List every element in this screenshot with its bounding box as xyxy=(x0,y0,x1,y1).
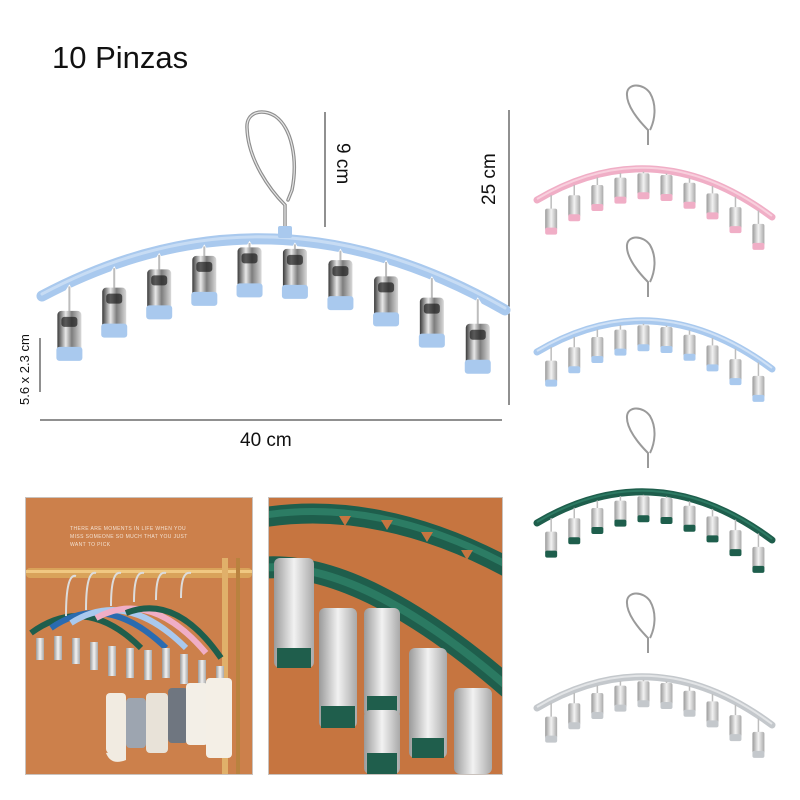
clip xyxy=(637,494,650,523)
clip xyxy=(729,519,742,557)
clip xyxy=(729,196,742,234)
clip xyxy=(191,244,218,306)
clip xyxy=(729,348,742,386)
clip xyxy=(545,195,558,235)
clip xyxy=(614,173,627,204)
dimension-lines xyxy=(39,110,510,421)
clip xyxy=(683,501,696,532)
clip xyxy=(545,703,558,743)
hook xyxy=(245,110,296,232)
clip xyxy=(568,336,581,374)
clip xyxy=(545,347,558,387)
clip xyxy=(418,276,445,348)
clip xyxy=(660,496,673,524)
clip xyxy=(706,185,719,220)
clip xyxy=(752,718,765,758)
variant-green xyxy=(533,407,776,573)
clip xyxy=(591,685,604,719)
clip xyxy=(660,681,673,709)
main-hanger xyxy=(36,110,511,374)
clip xyxy=(706,337,719,372)
lifestyle-photo: THERE ARE MOMENTS IN LIFE WHEN YOU MISS … xyxy=(25,497,253,775)
clip xyxy=(637,171,650,200)
width-label: 40 cm xyxy=(240,430,292,451)
clip xyxy=(614,325,627,356)
clip-size-label: 5.6 x 2.3 cm xyxy=(17,334,32,405)
clip xyxy=(752,362,765,402)
clip xyxy=(614,681,627,712)
clip xyxy=(568,507,581,545)
closeup-clips xyxy=(274,558,492,774)
clip xyxy=(660,325,673,353)
clip xyxy=(56,284,83,361)
clip xyxy=(281,242,308,299)
photo-clips xyxy=(36,636,224,692)
clip xyxy=(683,330,696,361)
clip xyxy=(591,177,604,211)
clip xyxy=(752,533,765,573)
clip xyxy=(752,210,765,250)
clip xyxy=(683,686,696,717)
clip xyxy=(327,248,354,311)
clip xyxy=(660,173,673,201)
clip xyxy=(373,259,400,327)
photo-caption: THERE ARE MOMENTS IN LIFE WHEN YOU MISS … xyxy=(70,526,188,548)
hanger-arc xyxy=(36,233,511,316)
clip xyxy=(706,693,719,728)
hook-height-label: 9 cm xyxy=(332,143,353,185)
product-title: 10 Pinzas xyxy=(52,40,189,75)
variant-blue xyxy=(533,236,776,402)
clip xyxy=(568,692,581,730)
clip xyxy=(568,184,581,222)
clip xyxy=(729,704,742,742)
closeup-photo xyxy=(268,497,503,775)
clip xyxy=(464,297,491,374)
clip xyxy=(614,496,627,527)
clip xyxy=(637,679,650,708)
clip xyxy=(683,178,696,209)
clip xyxy=(591,500,604,534)
clip xyxy=(146,252,173,320)
total-height-label: 25 cm xyxy=(479,153,500,205)
variant-gray xyxy=(533,592,776,758)
clip xyxy=(101,266,128,338)
clip xyxy=(706,508,719,543)
main-clips xyxy=(56,240,491,374)
clip xyxy=(236,240,263,298)
clip xyxy=(637,323,650,352)
variant-pink xyxy=(533,84,776,250)
clip xyxy=(545,518,558,558)
clip xyxy=(591,329,604,363)
